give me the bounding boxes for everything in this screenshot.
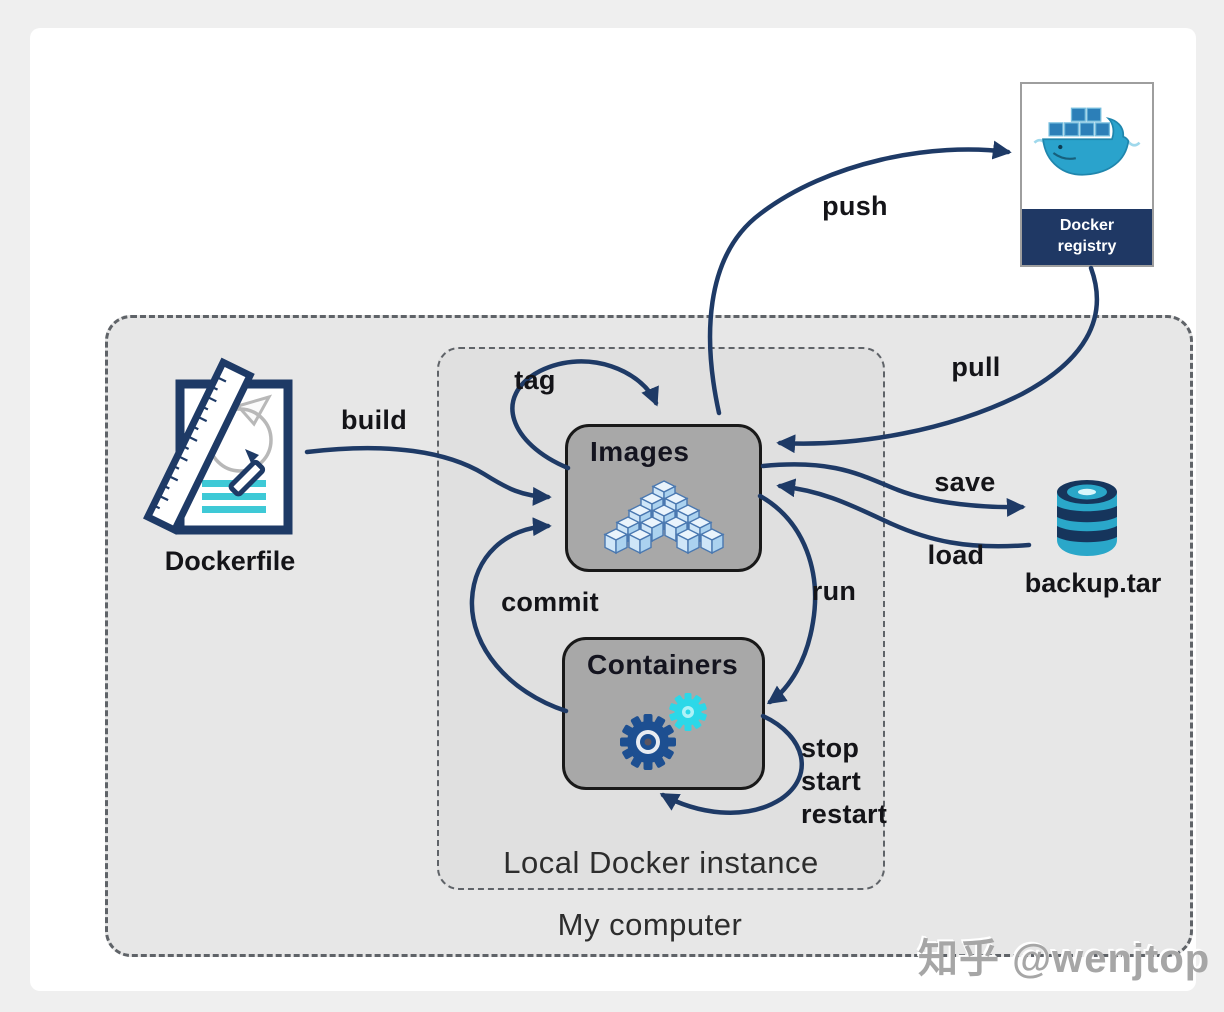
edge-label-restart: restart	[801, 799, 888, 829]
dockerfile-label: Dockerfile	[164, 546, 296, 576]
registry-label: Docker registry	[1022, 209, 1152, 265]
dockerfile-text-line	[202, 493, 266, 500]
docker-whale-icon	[1033, 107, 1141, 175]
edge-label-commit: commit	[501, 587, 599, 617]
gear-small-icon	[669, 693, 707, 731]
local-docker-instance-label: Local Docker instance	[503, 845, 819, 880]
node-containers: Containers	[562, 637, 765, 790]
dockerfile-text-line	[202, 506, 266, 513]
magnifier-handle-icon	[228, 459, 266, 497]
whale-body	[1042, 116, 1130, 175]
my-computer-label: My computer	[557, 907, 743, 942]
dockerfile-icon	[143, 357, 293, 535]
cubes-stack-icon	[603, 480, 724, 554]
zhihu-watermark: 知乎 @wenjtop	[918, 937, 1211, 981]
registry-art	[1022, 84, 1152, 209]
edge-label-stop-start-restart: stop start restart	[801, 732, 921, 831]
node-images: Images	[565, 424, 762, 572]
edge-label-pull: pull	[951, 352, 1001, 382]
gear-large-icon	[620, 714, 676, 770]
backup-tar-label: backup.tar	[1024, 568, 1162, 598]
cargo-blocks	[1048, 107, 1111, 136]
edge-label-save: save	[934, 467, 996, 497]
gears-icon	[620, 693, 707, 770]
edge-label-load: load	[927, 540, 985, 570]
edge-label-build: build	[341, 405, 407, 435]
ruler-icon	[143, 357, 255, 535]
edge-label-start: start	[801, 766, 862, 796]
edge-label-run: run	[811, 576, 857, 606]
images-title: Images	[590, 436, 690, 467]
edge-label-push: push	[822, 191, 888, 221]
database-cylinder-icon	[1057, 480, 1117, 556]
containers-title: Containers	[587, 649, 739, 680]
edge-label-stop: stop	[801, 733, 860, 763]
node-docker-registry: Docker registry	[1020, 82, 1154, 267]
edge-label-tag: tag	[514, 365, 556, 395]
cursor-tip-icon	[245, 449, 259, 463]
